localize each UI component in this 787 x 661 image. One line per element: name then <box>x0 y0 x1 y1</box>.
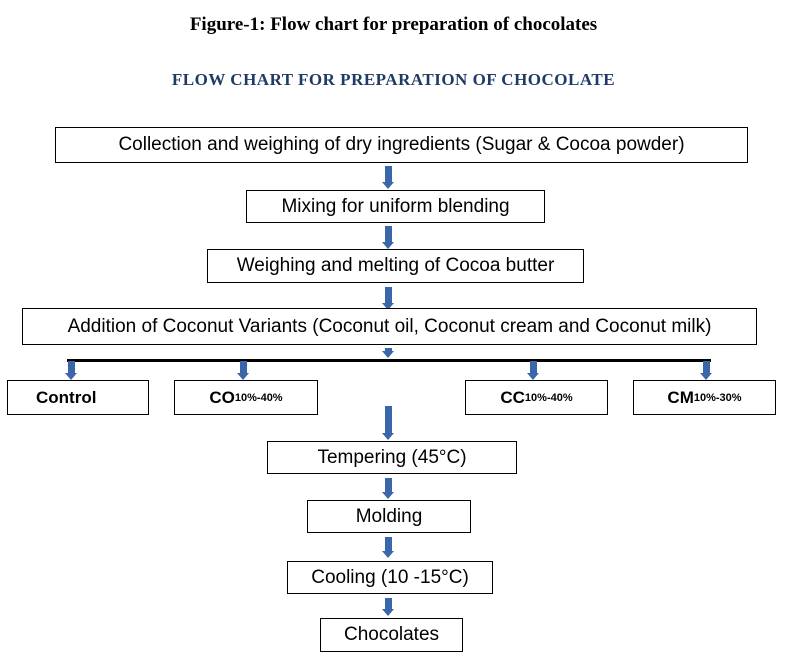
arrow-down <box>382 598 394 616</box>
variant-cm-range: 10%-30% <box>693 391 742 404</box>
variant-co-range: 10%-40% <box>234 391 283 404</box>
variant-co-label: CO <box>209 387 235 407</box>
arrow-down <box>382 287 394 310</box>
arrow-down <box>382 226 394 249</box>
variant-cc-label: CC <box>500 387 525 407</box>
arrow-down <box>382 406 394 440</box>
chart-title: Flow Chart for Preparation of Chocolate <box>171 70 616 89</box>
step-mixing: Mixing for uniform blending <box>246 190 545 223</box>
variant-control: Control <box>7 380 149 415</box>
arrow-down <box>382 166 394 189</box>
arrow-down <box>382 478 394 499</box>
step-tempering: Tempering (45°C) <box>267 441 517 474</box>
variant-cm-label: CM <box>667 387 694 407</box>
variant-cc-range: 10%-40% <box>524 391 573 404</box>
step-cooling: Cooling (10 -15°C) <box>287 561 493 594</box>
arrow-down <box>527 361 539 380</box>
arrow-down <box>700 361 712 380</box>
step-collection: Collection and weighing of dry ingredien… <box>55 127 748 163</box>
arrow-down <box>382 537 394 558</box>
step-melting: Weighing and melting of Cocoa butter <box>207 249 584 283</box>
step-addition: Addition of Coconut Variants (Coconut oi… <box>22 308 757 345</box>
figure-title: Figure-1: Flow chart for preparation of … <box>189 14 598 35</box>
arrow-down <box>237 361 249 380</box>
step-molding: Molding <box>307 500 471 533</box>
arrow-down <box>382 348 394 358</box>
arrow-down <box>65 361 77 380</box>
step-chocolates: Chocolates <box>320 618 463 652</box>
branch-line <box>67 359 711 362</box>
